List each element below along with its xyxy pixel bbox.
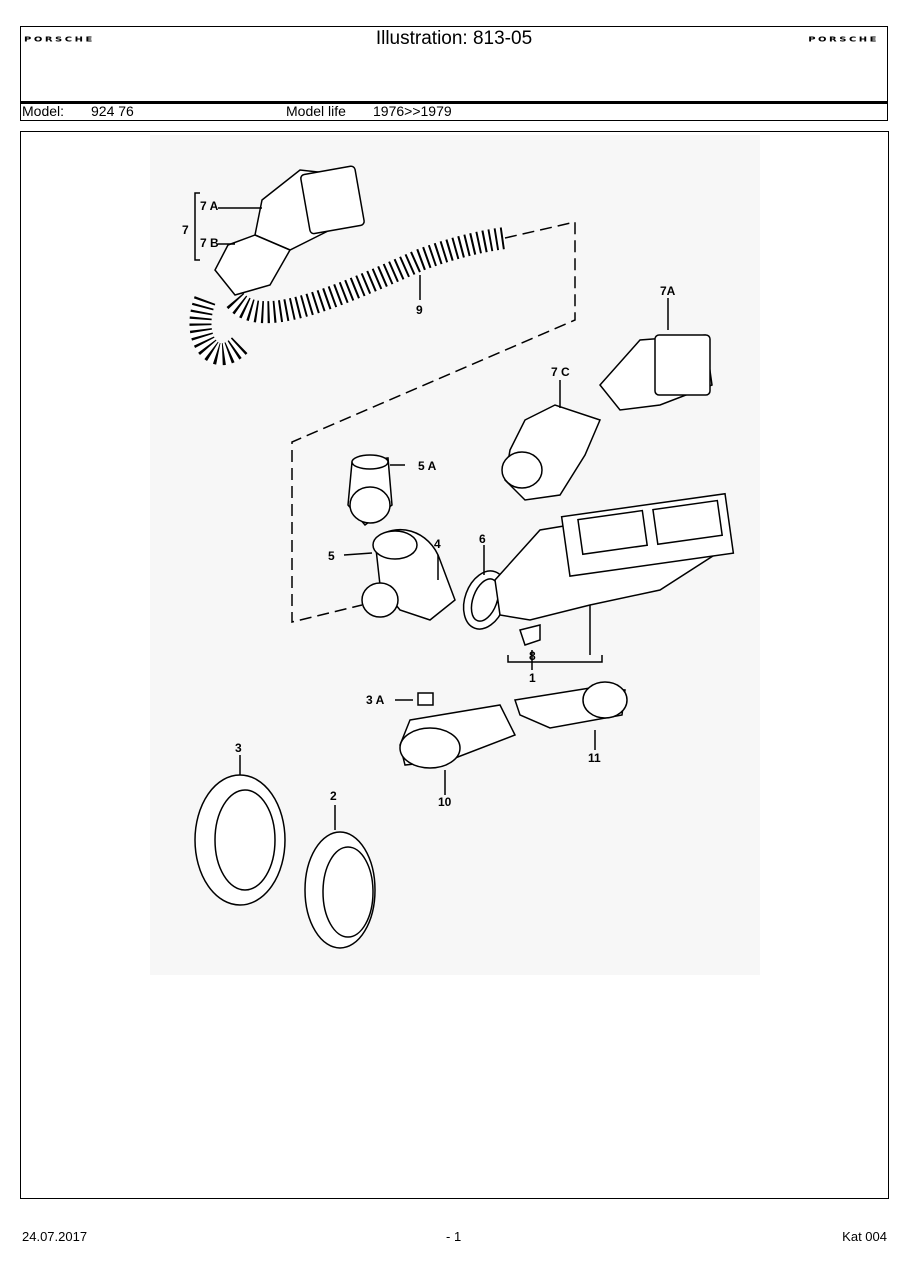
callout-2: 2 — [330, 789, 337, 803]
callout-7a-right: 7A — [660, 284, 676, 298]
callout-1: 1 — [529, 671, 536, 685]
callout-7: 7 — [182, 223, 189, 237]
porsche-logo-left: PORSCHE — [24, 36, 95, 44]
title-band: PORSCHE Illustration: 813-05 PORSCHE — [21, 27, 887, 104]
callout-7c: 7 C — [551, 365, 570, 379]
callout-9: 9 — [416, 303, 423, 317]
porsche-logo-right: PORSCHE — [808, 36, 879, 44]
footer-catalog: Kat 004 — [842, 1229, 887, 1244]
header-box: PORSCHE Illustration: 813-05 PORSCHE Mod… — [20, 26, 888, 121]
model-label: Model: — [22, 103, 65, 119]
model-row: Model: 924 76 Model life 1976>>1979 — [21, 102, 887, 121]
model-value: 924 76 — [91, 103, 134, 119]
callout-5: 5 — [328, 549, 335, 563]
callout-8: 8 — [529, 649, 536, 663]
illustration-frame — [20, 131, 889, 1199]
page-title: Illustration: 813-05 — [375, 28, 533, 49]
callout-7a-top: 7 A — [200, 199, 219, 213]
callout-11: 11 — [588, 751, 601, 765]
callout-3: 3 — [235, 741, 242, 755]
callout-7b: 7 B — [200, 236, 219, 250]
model-life-value: 1976>>1979 — [373, 103, 452, 119]
callout-4: 4 — [434, 537, 441, 551]
callout-10: 10 — [438, 795, 452, 809]
model-life-label: Model life — [286, 103, 346, 119]
callout-3a: 3 A — [366, 693, 385, 707]
callout-5a: 5 A — [418, 459, 437, 473]
footer-page: - 1 — [446, 1229, 462, 1244]
footer-date: 24.07.2017 — [22, 1229, 88, 1244]
callout-6: 6 — [479, 532, 486, 546]
